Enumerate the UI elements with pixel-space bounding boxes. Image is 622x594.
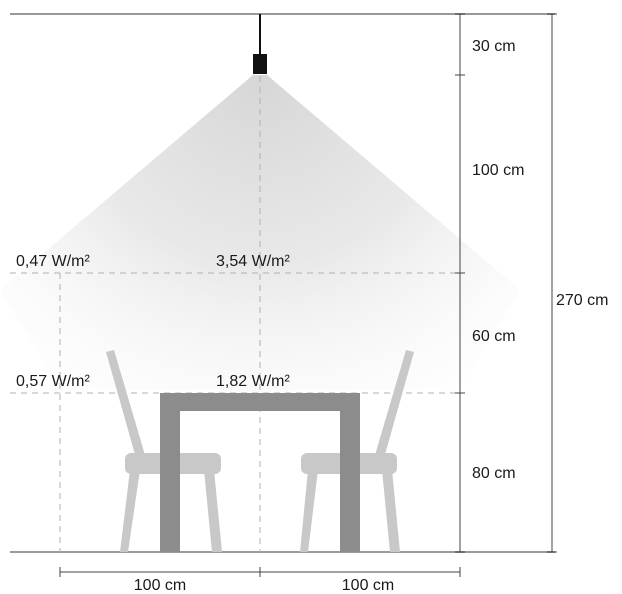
table-center-irradiance: 1,82 W/m² (216, 373, 290, 390)
table-edge-irradiance: 0,57 W/m² (16, 373, 90, 390)
table-height-label: 80 cm (472, 465, 516, 482)
mid-to-table-label: 60 cm (472, 328, 516, 345)
ceiling-gap-label: 30 cm (472, 38, 516, 55)
lamp-to-mid-label: 100 cm (472, 162, 524, 179)
horizontal-left-label: 100 cm (134, 577, 186, 594)
upper-edge-irradiance: 0,47 W/m² (16, 253, 90, 270)
total-height-label: 270 cm (556, 292, 608, 309)
table (160, 393, 360, 552)
horizontal-right-label: 100 cm (342, 577, 394, 594)
upper-center-irradiance: 3,54 W/m² (216, 253, 290, 270)
lamp-icon (253, 54, 267, 74)
